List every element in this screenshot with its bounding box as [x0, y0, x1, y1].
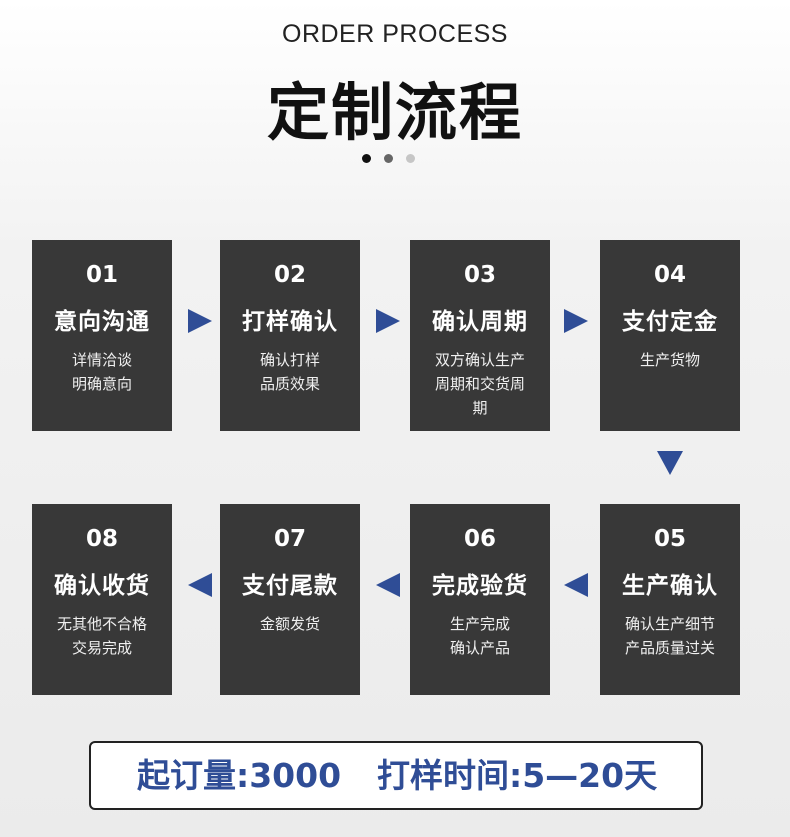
step-name: 生产确认 [622, 573, 718, 599]
dot [406, 154, 415, 163]
step-name: 打样确认 [242, 309, 338, 335]
step-description: 生产货物 [639, 351, 700, 369]
page-subtitle: ORDER PROCESS [282, 20, 508, 48]
step-card-01: 01 意向沟通 详情洽谈明确意向 [32, 240, 172, 431]
pagination-dots [360, 154, 430, 166]
step-name: 确认收货 [54, 573, 150, 599]
step-card-04: 04 支付定金 生产货物 [600, 240, 740, 431]
step-name: 完成验货 [432, 573, 528, 599]
arrow-down-icon [657, 451, 683, 475]
step-description: 生产完成确认产品 [449, 615, 510, 657]
step-description: 金额发货 [259, 615, 320, 633]
step-card-07: 07 支付尾款 金额发货 [220, 504, 360, 695]
step-number: 08 [85, 526, 118, 552]
arrow-left-icon [564, 573, 588, 597]
dot-active [362, 154, 371, 163]
arrow-right-icon [564, 309, 588, 333]
step-number: 03 [463, 262, 496, 288]
step-card-08: 08 确认收货 无其他不合格交易完成 [32, 504, 172, 695]
step-description: 确认生产细节产品质量过关 [624, 615, 715, 657]
step-name: 支付尾款 [242, 573, 338, 599]
arrow-left-icon [188, 573, 212, 597]
info-banner: 起订量:3000 打样时间:5—20天 [89, 741, 703, 810]
arrow-right-icon [188, 309, 212, 333]
arrow-right-icon [376, 309, 400, 333]
step-name: 意向沟通 [54, 309, 150, 335]
step-description: 双方确认生产周期和交货周期 [434, 351, 525, 417]
step-card-02: 02 打样确认 确认打样品质效果 [220, 240, 360, 431]
step-description: 无其他不合格交易完成 [56, 615, 147, 657]
step-description: 确认打样品质效果 [259, 351, 320, 393]
step-name: 支付定金 [622, 309, 718, 335]
step-number: 05 [653, 526, 686, 552]
step-card-05: 05 生产确认 确认生产细节产品质量过关 [600, 504, 740, 695]
arrow-left-icon [376, 573, 400, 597]
step-description: 详情洽谈明确意向 [71, 351, 132, 393]
step-card-06: 06 完成验货 生产完成确认产品 [410, 504, 550, 695]
page-title: 定制流程 [266, 76, 523, 149]
dot [384, 154, 393, 163]
step-number: 07 [273, 526, 306, 552]
step-card-03: 03 确认周期 双方确认生产周期和交货周期 [410, 240, 550, 431]
step-name: 确认周期 [432, 309, 528, 335]
step-number: 02 [273, 262, 306, 288]
step-number: 04 [653, 262, 686, 288]
sample-time-text: 打样时间:5—20天 [377, 756, 658, 795]
step-number: 01 [85, 262, 118, 288]
step-number: 06 [463, 526, 496, 552]
minimum-order-text: 起订量:3000 [137, 756, 342, 795]
